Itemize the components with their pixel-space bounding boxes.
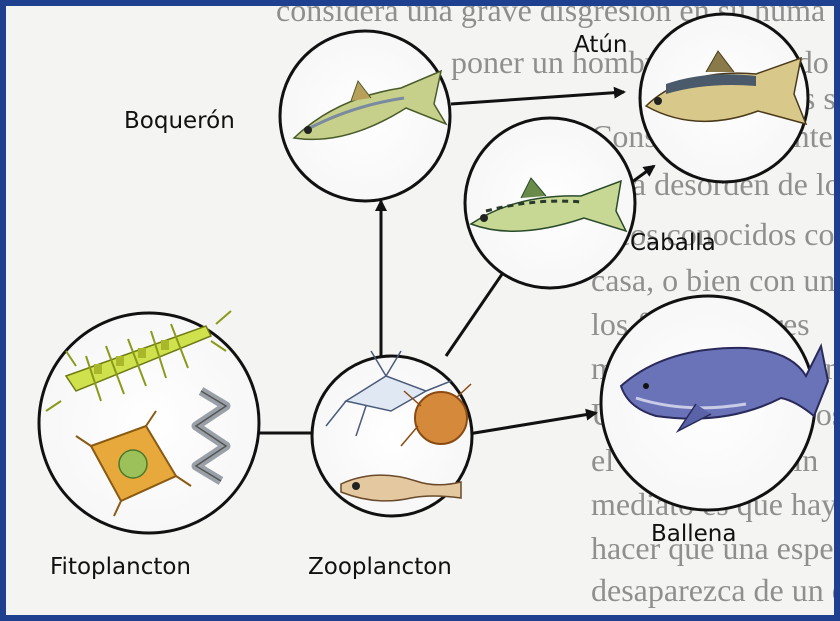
node-fitoplancton	[39, 311, 259, 533]
label-caballa: Caballa	[630, 230, 716, 256]
arrow-zooplancton-to-caballa	[446, 264, 509, 356]
label-boqueron: Boquerón	[124, 108, 235, 134]
node-ballena	[601, 296, 828, 510]
arrow-boqueron-to-atun	[451, 92, 624, 104]
node-boqueron	[280, 31, 450, 201]
node-atun	[640, 14, 808, 182]
arrow-zooplancton-to-ballena	[456, 413, 596, 436]
label-fitoplancton: Fitoplancton	[50, 554, 191, 580]
node-caballa	[465, 118, 635, 288]
label-atun: Atún	[574, 32, 628, 58]
node-zooplancton	[312, 351, 472, 516]
label-zooplancton: Zooplancton	[308, 554, 452, 580]
label-ballena: Ballena	[651, 521, 736, 547]
